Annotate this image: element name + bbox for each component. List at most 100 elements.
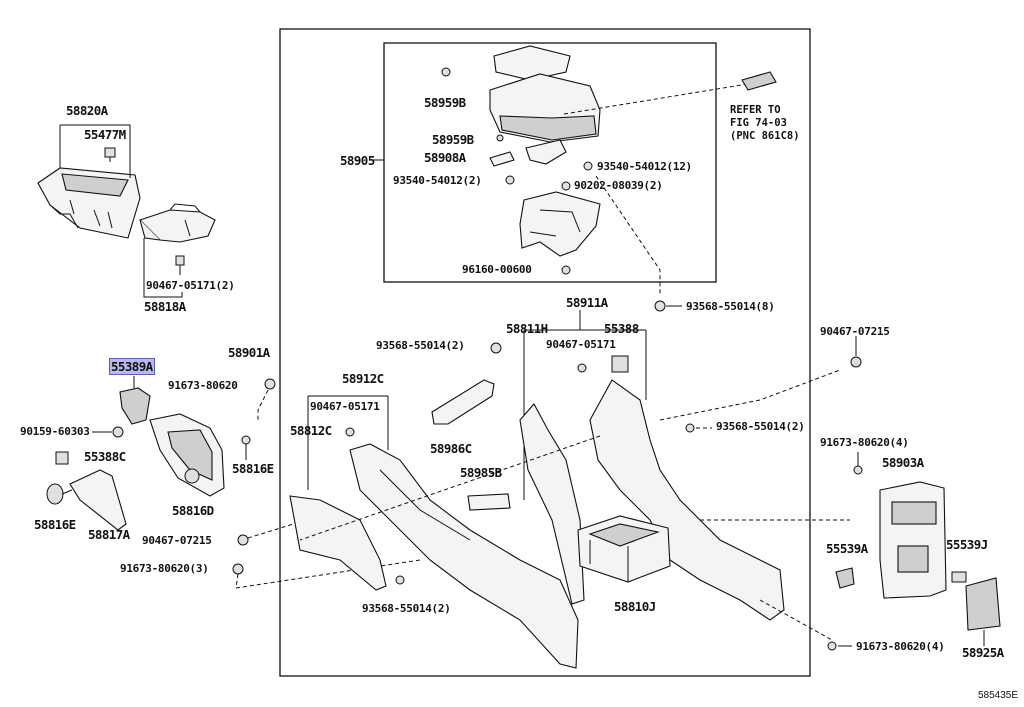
hinge-bracket-part[interactable] bbox=[519, 191, 601, 257]
armrest-58905-part[interactable] bbox=[489, 45, 601, 143]
screw-93568-2b-part[interactable] bbox=[685, 423, 695, 433]
dash-armrest bbox=[563, 81, 761, 296]
label-90202-08039-2: 90202-08039(2) bbox=[574, 179, 663, 192]
screw-93568-2a-part[interactable] bbox=[490, 342, 502, 354]
cover-58817A-part[interactable] bbox=[69, 469, 127, 531]
label-90467-07215-b: 90467-07215 bbox=[820, 325, 890, 338]
label-55389A: 55389A bbox=[109, 358, 155, 375]
label-55477M: 55477M bbox=[84, 127, 126, 142]
screw-93540-2-part[interactable] bbox=[505, 175, 515, 185]
reference-note-line-2: FIG 74-03 bbox=[730, 117, 787, 129]
label-90467-07215-a: 90467-07215 bbox=[142, 534, 212, 547]
cover-58925A-part[interactable] bbox=[965, 577, 1001, 631]
clip-55477M-part[interactable] bbox=[104, 147, 116, 162]
label-93568-55014-2c: 93568-55014(2) bbox=[362, 602, 451, 615]
reference-note-line-3: (PNC 861C8) bbox=[730, 130, 800, 142]
lead-58816E-a bbox=[61, 489, 73, 495]
label-90467-05171-b: 90467-05171 bbox=[546, 338, 616, 351]
cover-55539A-part[interactable] bbox=[835, 567, 855, 589]
hinge-58908A-part[interactable] bbox=[489, 151, 515, 167]
label-58812C: 58812C bbox=[290, 423, 332, 438]
label-93568-55014-2b: 93568-55014(2) bbox=[716, 420, 805, 433]
clip-90467-07215-a-part[interactable] bbox=[237, 534, 249, 546]
label-93540-54012-2: 93540-54012(2) bbox=[393, 174, 482, 187]
label-91673-80620: 91673-80620 bbox=[168, 379, 238, 392]
clip-90159-60303-part[interactable] bbox=[112, 426, 124, 438]
label-90467-05171-c: 90467-05171 bbox=[310, 400, 380, 413]
dash-91673-3 bbox=[235, 559, 421, 589]
screw-93568-2c-part[interactable] bbox=[395, 575, 405, 585]
label-91673-80620-4a: 91673-80620(4) bbox=[820, 436, 909, 449]
illustration-code: 585435E bbox=[977, 690, 1018, 701]
label-55539J: 55539J bbox=[946, 537, 988, 552]
ref-figure-icon bbox=[741, 71, 777, 91]
console-side-58912C-part[interactable] bbox=[349, 443, 579, 669]
rear-panel-58903A-part[interactable] bbox=[879, 481, 947, 599]
label-58816D: 58816D bbox=[172, 503, 214, 518]
panel-58816D-part[interactable] bbox=[149, 413, 225, 497]
screw-58816E-b-part[interactable] bbox=[241, 435, 251, 445]
bracket-58912C bbox=[307, 395, 389, 490]
clip-90467-07215-b-part[interactable] bbox=[850, 356, 862, 368]
label-58901A: 58901A bbox=[228, 345, 270, 360]
label-55388: 55388 bbox=[604, 321, 639, 336]
washer-90202-part[interactable] bbox=[561, 181, 571, 191]
screw-91673-80620-part[interactable] bbox=[264, 378, 276, 390]
clip-55539J-part[interactable] bbox=[951, 571, 967, 583]
reference-note: REFER TO FIG 74-03 (PNC 861C8) bbox=[730, 104, 800, 143]
label-58816E-a: 58816E bbox=[34, 517, 76, 532]
label-58912C: 58912C bbox=[342, 371, 384, 386]
label-93568-55014-2a: 93568-55014(2) bbox=[376, 339, 465, 352]
armrest-subassembly-frame bbox=[383, 42, 717, 283]
clip-96160-00600-part[interactable] bbox=[561, 265, 571, 275]
screw-91673-80620-3-part[interactable] bbox=[232, 563, 244, 575]
cap-58816E-a-part[interactable] bbox=[46, 483, 64, 505]
label-58908A: 58908A bbox=[424, 150, 466, 165]
screw-58959B-b-part[interactable] bbox=[496, 134, 504, 142]
bracket-58911A bbox=[523, 310, 647, 500]
clip-90467-05171-c-part[interactable] bbox=[345, 427, 355, 437]
reference-note-line-1: REFER TO bbox=[730, 104, 781, 116]
label-93568-55014-8: 93568-55014(8) bbox=[686, 300, 775, 313]
label-58820A: 58820A bbox=[66, 103, 108, 118]
label-55539A: 55539A bbox=[826, 541, 868, 556]
main-assembly-frame bbox=[279, 28, 811, 677]
clip-55388C-part[interactable] bbox=[55, 451, 69, 465]
clip-90467-05171-part[interactable] bbox=[175, 255, 185, 275]
label-58903A: 58903A bbox=[882, 455, 924, 470]
screw-93540-12-part[interactable] bbox=[583, 161, 593, 171]
clip-90467-05171-b-part[interactable] bbox=[577, 363, 587, 373]
label-58817A: 58817A bbox=[88, 527, 130, 542]
filler-58985B-part[interactable] bbox=[467, 493, 511, 511]
latch-part[interactable] bbox=[525, 139, 567, 165]
bracket-55389A-part[interactable] bbox=[119, 387, 151, 425]
bracket-58818A-part[interactable] bbox=[138, 203, 216, 243]
screw-58959B-a-part[interactable] bbox=[441, 67, 451, 77]
label-58811H: 58811H bbox=[506, 321, 548, 336]
label-58810J: 58810J bbox=[614, 599, 656, 614]
label-90159-60303: 90159-60303 bbox=[20, 425, 90, 438]
dash-90467-07215-a bbox=[247, 521, 301, 539]
label-58818A: 58818A bbox=[144, 299, 186, 314]
label-58905: 58905 bbox=[340, 153, 375, 168]
dash-right bbox=[700, 519, 850, 641]
screw-91673-4b-part[interactable] bbox=[827, 641, 837, 651]
label-58959B-a: 58959B bbox=[424, 95, 466, 110]
label-91673-80620-3: 91673-80620(3) bbox=[120, 562, 209, 575]
panel-55388-part[interactable] bbox=[589, 355, 785, 621]
screw-93568-8-part[interactable] bbox=[654, 300, 666, 312]
label-58816E-b: 58816E bbox=[232, 461, 274, 476]
tray-58820A-part[interactable] bbox=[37, 167, 141, 239]
label-93540-54012-12: 93540-54012(12) bbox=[597, 160, 692, 173]
box-58810J-part[interactable] bbox=[577, 515, 671, 583]
side-panel-58812C-part[interactable] bbox=[289, 495, 387, 591]
label-96160-00600: 96160-00600 bbox=[462, 263, 532, 276]
dash-91673 bbox=[257, 389, 269, 420]
highlighted-part-55389A[interactable]: 55389A bbox=[109, 358, 155, 375]
dash-console bbox=[299, 369, 841, 541]
lead-right-lower bbox=[838, 630, 985, 647]
bracket-58986C-part[interactable] bbox=[431, 379, 495, 425]
screw-91673-4a-part[interactable] bbox=[853, 465, 863, 475]
label-55388C: 55388C bbox=[84, 449, 126, 464]
